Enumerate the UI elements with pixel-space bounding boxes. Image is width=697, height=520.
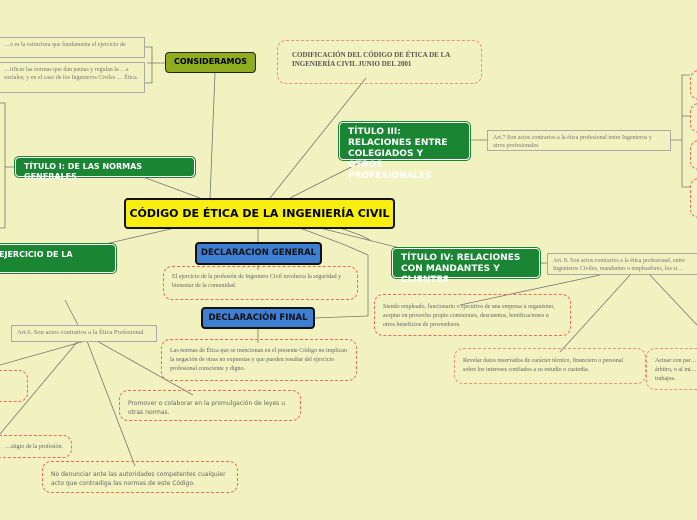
art6-item[interactable]: Promover o colaborar en la promulgación … [119, 390, 301, 421]
art7-child[interactable] [690, 178, 697, 218]
art7-child[interactable] [690, 70, 697, 100]
art6-node[interactable]: Art.6. Son actos contrarios a la Ética P… [11, 325, 157, 342]
consideramos-item[interactable]: …o es la estructura que fundamenta el ej… [0, 37, 145, 58]
art6-item[interactable]: …stigio de la profesión. [0, 435, 72, 458]
art6-item[interactable] [0, 370, 28, 402]
titulo-iii-node[interactable]: TÍTULO III: RELACIONES ENTRE COLEGIADOS … [339, 122, 470, 181]
titulo-i-node[interactable]: TÍTULO I: DE LAS NORMAS GENERALES [15, 157, 195, 181]
declaracion-general-node[interactable]: DECLARACION GENERAL [195, 242, 322, 265]
art7-node[interactable]: Art.7 Son actos contrarios a la ética pr… [487, 130, 671, 151]
art6-item[interactable]: No denunciar ante las autoridades compet… [42, 461, 238, 493]
codificacion-note[interactable]: CODIFICACIÓN DEL CÓDIGO DE ÉTICA DE LA I… [277, 40, 482, 84]
declaracion-final-text[interactable]: Las normas de Ética que se mencionan en … [161, 339, 357, 381]
art8-item[interactable]: Actuar con par… árbitro, o al int… traba… [646, 348, 697, 390]
consideramos-item[interactable]: …tificar las normas que dan pautas y reg… [0, 62, 145, 93]
art7-child[interactable] [690, 140, 697, 170]
art8-item[interactable]: Revelar datos reservados de carácter téc… [454, 348, 646, 384]
art7-child[interactable] [690, 103, 697, 133]
art8-node[interactable]: Art. 8. Son actos contrarios a la ética … [547, 253, 697, 275]
declaracion-general-text[interactable]: El ejercicio de la profesión de Ingenier… [163, 266, 358, 300]
consideramos-node[interactable]: CONSIDERAMOS [165, 52, 256, 73]
titulo-iv-node[interactable]: TÍTULO IV: RELACIONES CON MANDANTES Y CL… [392, 248, 540, 285]
art8-item[interactable]: Siendo empleado, funcionario o ejecutivo… [374, 294, 571, 336]
declaracion-final-node[interactable]: DECLARACIÓN FINAL [201, 307, 315, 329]
central-topic[interactable]: CÓDIGO DE ÉTICA DE LA INGENIERÍA CIVIL [124, 198, 395, 229]
titulo-ii-node[interactable]: EJERCICIO DE LA [0, 244, 116, 273]
